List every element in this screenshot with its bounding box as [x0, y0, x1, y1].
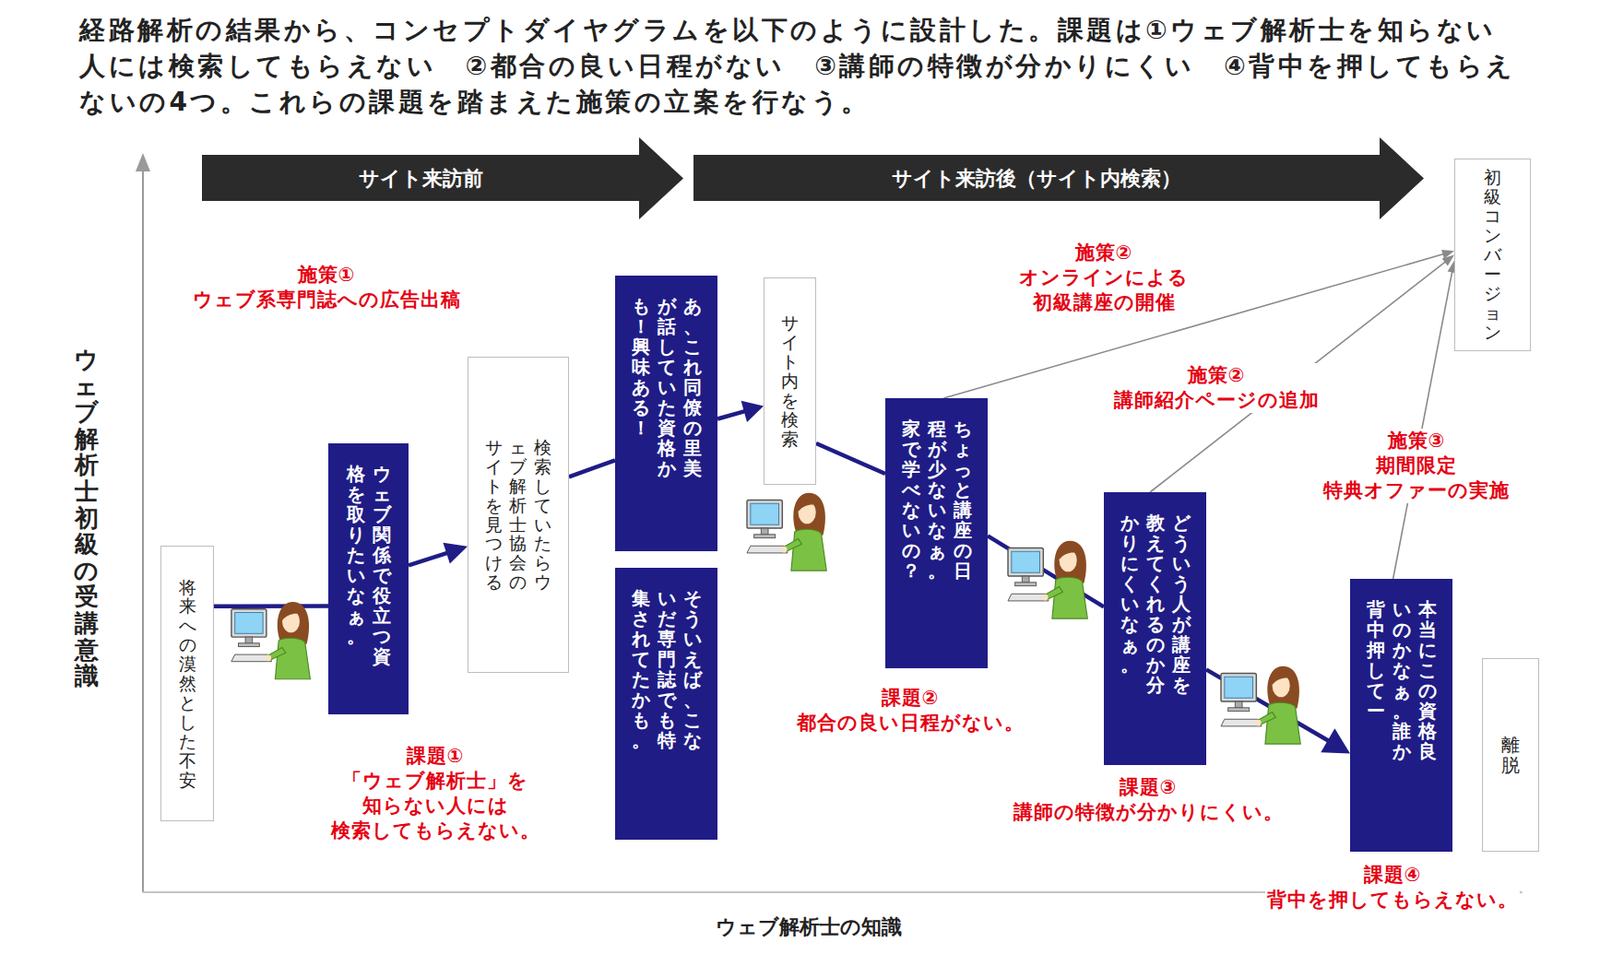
phase-arrow-outline [201, 137, 684, 220]
vertical-text: あ、これ同僚の里美が話していた資格かも！興味ある！ [630, 296, 702, 479]
state-box: 将来への漠然とした不安 [160, 545, 214, 822]
connector-line [717, 411, 746, 419]
phase-arrow: サイト来訪前 [201, 137, 684, 220]
connector-line [568, 460, 616, 477]
flow-arrow [717, 401, 764, 423]
connector-line [816, 443, 886, 475]
y-axis-arrowhead [135, 153, 151, 172]
callout-note: 施策③ 期間限定 特典オファーの実施 [1319, 428, 1514, 504]
phase-arrow: サイト来訪後（サイト内検索） [693, 137, 1424, 220]
thought-box: ウェブ関係で役立つ資格を取りたいなぁ。 [328, 443, 409, 715]
thought-box: 本当にこの資格良いのかなぁ。誰か背中押してー [1350, 579, 1453, 853]
axis-label: ウェブ解析士の知識 [715, 913, 902, 942]
phase-arrow-outline [693, 137, 1424, 220]
person-illustration [1220, 666, 1301, 745]
flow-line [213, 605, 329, 607]
diagram-title: 経路解析の結果から、コンセプトダイヤグラムを以下のように設計した。課題は①ウェブ… [79, 11, 1526, 120]
vertical-text: ウェブ関係で役立つ資格を取りたいなぁ。 [345, 463, 392, 667]
action-box: サイト内を検索 [763, 277, 817, 486]
connector-line [213, 604, 329, 609]
thought-box: そういえば、こないだ専門誌でも特集されてたかも。 [615, 568, 718, 841]
phase-label: サイト来訪前 [358, 165, 484, 193]
person-illustration [231, 602, 311, 680]
flow-arrow [408, 543, 468, 567]
vertical-text: サイト内を検索 [781, 313, 800, 449]
callout-note: 課題① 「ウェブ解析士」を 知らない人には 検索してもらえない。 [328, 744, 543, 844]
thought-box: どういう人が講座を教えてくれるのか分かりにくいなぁ。 [1103, 492, 1207, 766]
phase-label: サイト来訪後（サイト内検索） [891, 165, 1182, 193]
measure-arrow [1393, 260, 1458, 580]
axis-label: ウェブ解析士初級の受講意識 [73, 346, 99, 690]
arrowhead [1320, 728, 1351, 754]
vertical-text: 初級コンバージョン [1483, 167, 1503, 342]
arrowhead [741, 401, 764, 423]
thought-box: ちょっと講座の日程が少ないなぁ。家で学べないの？ [885, 398, 988, 669]
connector-line [1393, 272, 1453, 580]
y-axis [142, 167, 144, 893]
callout-note: 課題④ 背中を押してもらえない。 [1265, 863, 1520, 913]
person-illustration [1007, 541, 1088, 619]
vertical-text: 離脱 [1501, 734, 1521, 776]
vertical-text: ちょっと講座の日程が少ないなぁ。家で学べないの？ [900, 418, 972, 581]
vertical-text: 将来への漠然とした不安 [177, 578, 197, 791]
vertical-text: そういえば、こないだ専門誌でも特集されてたかも。 [630, 588, 702, 751]
action-box: 検索していたらウェブ解析士協会のサイトを見つける [467, 356, 569, 674]
callout-note: 課題③ 講師の特徴が分かりにくい。 [1010, 775, 1286, 826]
callout-note: 課題② 都合の良い日程がない。 [793, 686, 1028, 736]
callout-note: 施策② 講師紹介ページの追加 [1109, 363, 1324, 414]
goal-box: 初級コンバージョン [1454, 158, 1531, 352]
callout-note: 施策① ウェブ系専門誌への広告出稿 [189, 262, 464, 313]
vertical-text: どういう人が講座を教えてくれるのか分かりにくいなぁ。 [1119, 512, 1191, 696]
person-illustration [746, 493, 827, 571]
connector-line [408, 553, 448, 567]
flow-line [816, 443, 886, 475]
vertical-text: 本当にこの資格良いのかなぁ。誰か背中押してー [1365, 599, 1437, 762]
flow-line [568, 460, 616, 477]
exit-box: 離脱 [1481, 658, 1540, 853]
vertical-text: 検索していたらウェブ解析士協会のサイトを見つける [484, 438, 552, 593]
callout-note: 施策② オンラインによる 初級講座の開催 [1017, 240, 1191, 316]
thought-box: あ、これ同僚の里美が話していた資格かも！興味ある！ [615, 275, 718, 552]
arrowhead [442, 543, 468, 565]
